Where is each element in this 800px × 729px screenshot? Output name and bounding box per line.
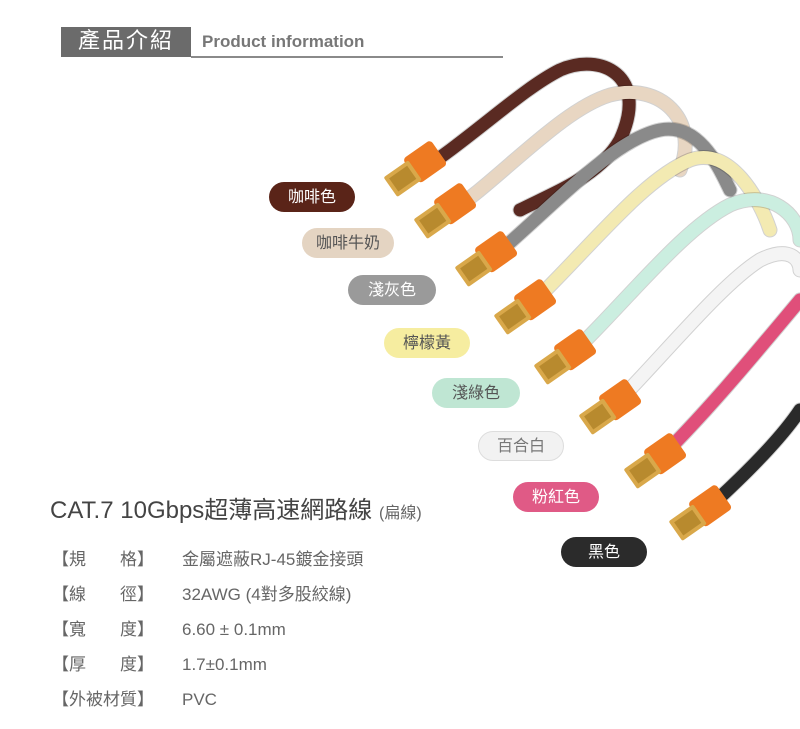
spec-row: 【線 徑】 32AWG (4對多股絞線) [52,580,351,605]
spec-row: 【寬 度】 6.60 ± 0.1mm [52,615,286,640]
spec-row: 【外被材質】 PVC [52,685,217,710]
connector-contacts [460,255,488,282]
spec-label: 【規 格】 [52,550,154,570]
connector-contacts [499,303,527,330]
connector-contacts [629,457,657,484]
cable-body [403,57,636,217]
spec-label: 【線 徑】 [52,585,154,605]
spec-row: 【規 格】 金屬遮蔽RJ-45鍍金接頭 [52,545,363,570]
rj45-connector [414,183,477,239]
cable-body [513,151,777,322]
color-badge: 咖啡色 [269,182,355,212]
product-name: CAT.7 10Gbps超薄高速網路線 [50,497,373,524]
rj45-connector [384,141,447,197]
rj45-connector [455,231,518,287]
spec-label: 【寬 度】 [52,620,154,640]
spec-label: 【厚 度】 [52,655,154,675]
spec-value: 金屬遮蔽RJ-45鍍金接頭 [182,550,364,569]
color-badge: 百合白 [478,431,564,461]
rj45-connector [534,329,597,385]
connector-contacts [419,207,447,234]
header-divider [191,56,503,58]
cable-outline [402,56,637,218]
rj45-connector [669,485,732,541]
connector-contacts [389,165,417,192]
spec-row: 【厚 度】 1.7±0.1mm [52,650,267,675]
color-badge: 檸檬黃 [384,328,470,358]
section-title-en: Product information [202,32,365,51]
color-badge: 咖啡牛奶 [302,228,394,258]
spec-value: 1.7±0.1mm [182,655,267,674]
spec-label: 【外被材質】 [52,690,154,710]
cable-body [598,247,800,422]
color-badge: 淺灰色 [348,275,436,305]
spec-value: PVC [182,690,217,709]
product-title-note: (扁線) [378,505,422,522]
connector-contacts [674,509,702,536]
spec-value: 32AWG (4對多股絞線) [182,585,352,604]
rj45-connector [494,279,557,335]
connector-contacts [584,403,612,430]
color-badge: 淺綠色 [432,378,520,408]
spec-value: 6.60 ± 0.1mm [182,620,286,639]
connector-contacts [539,353,567,380]
color-badge: 粉紅色 [513,482,599,512]
product-title: CAT.7 10Gbps超薄高速網路線 (扁線) [50,490,422,525]
section-title-zh: 產品介紹 [61,27,191,57]
rj45-connector [579,379,642,435]
cable-body [553,193,800,372]
color-badge: 黑色 [561,537,647,567]
rj45-connector [624,433,687,489]
